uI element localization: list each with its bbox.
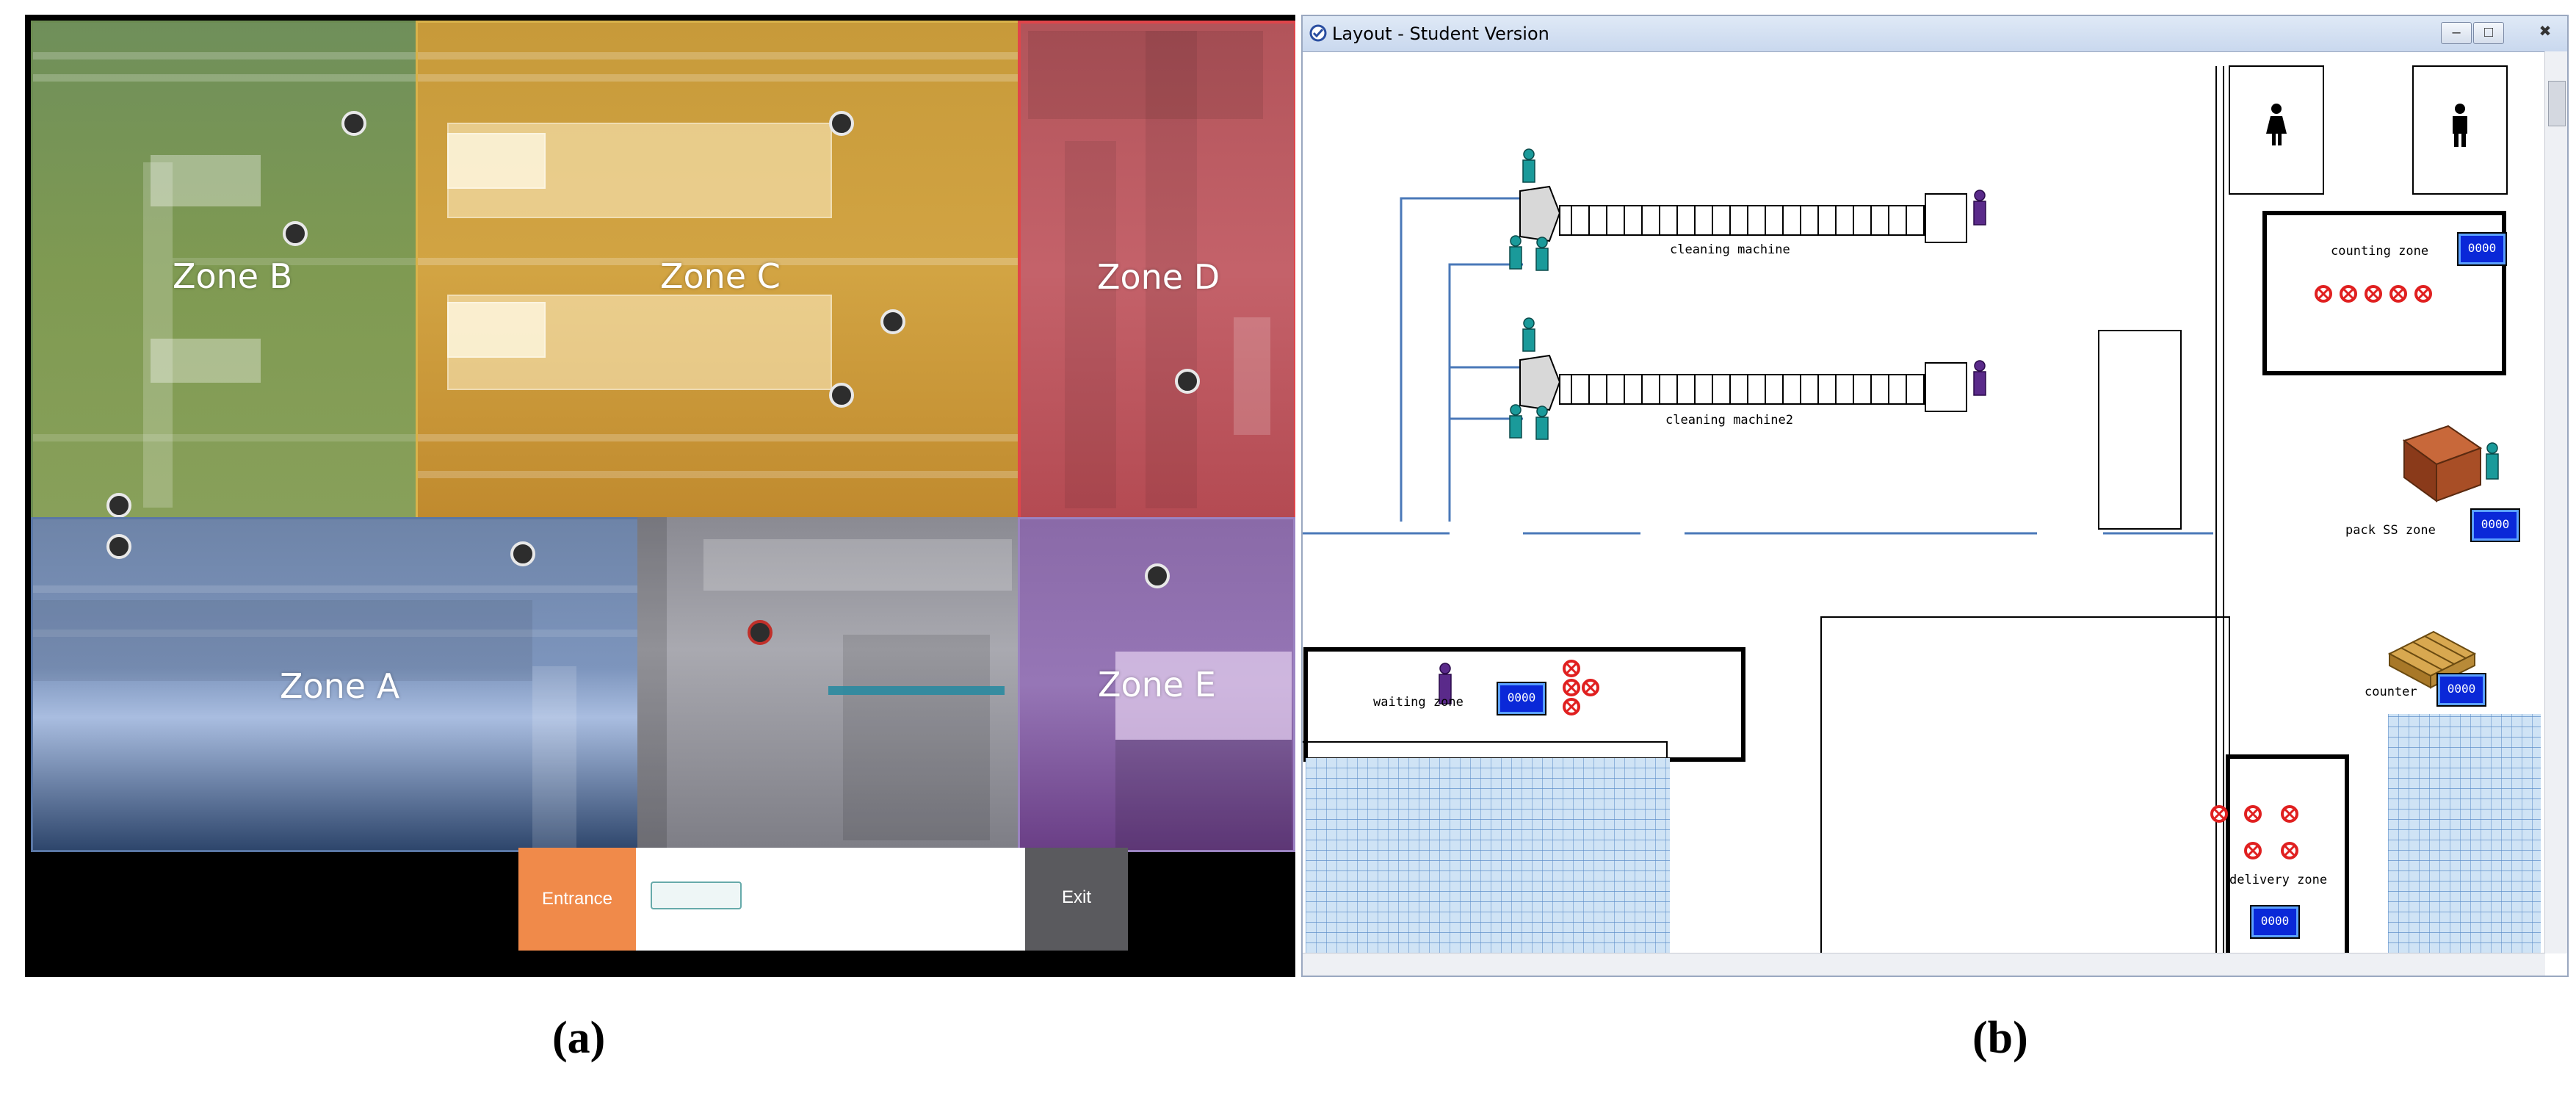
cleaning-machine-1-label: cleaning machine — [1670, 242, 1790, 257]
layout-app-icon — [1309, 24, 1327, 42]
window-titlebar[interactable]: Layout - Student Version – □ ✖ — [1303, 16, 2567, 52]
zone-d-label: Zone D — [1097, 257, 1220, 297]
zone-d: Zone D — [1018, 21, 1295, 523]
walls — [1303, 65, 2508, 955]
vertical-scrollbar[interactable] — [2544, 51, 2567, 953]
zone-a-label: Zone A — [280, 666, 400, 706]
counting-zone-box — [2262, 211, 2506, 375]
caption-b: (b) — [1972, 1013, 2028, 1063]
delivery-zone-box — [2226, 754, 2349, 955]
horizontal-scrollbar[interactable] — [1303, 953, 2545, 976]
zone-e: Zone E — [1018, 517, 1295, 852]
exit-label: Exit — [1061, 887, 1091, 907]
worker-icon — [1509, 148, 2499, 480]
close-button[interactable]: ✖ — [2530, 22, 2560, 43]
minimize-button[interactable]: – — [2441, 22, 2472, 44]
female-person-icon — [2266, 104, 2287, 145]
close-icon: ✖ — [2539, 24, 2552, 40]
waiting-zone-label: waiting zone — [1373, 695, 1464, 710]
zone-c-label: Zone C — [660, 256, 781, 296]
zone-c: Zone C — [416, 21, 1022, 522]
desk-icon — [2402, 425, 2483, 502]
cleaning-machine-2 — [1519, 354, 1967, 412]
pack-ss-zone-label: pack SS zone — [2345, 523, 2436, 538]
counting-zone-label: counting zone — [2331, 244, 2429, 259]
male-person-icon — [2453, 104, 2467, 147]
cleaning-machine-2-label: cleaning machine2 — [1665, 413, 1793, 428]
red-x-marker-icon — [1563, 285, 2432, 859]
counting-zone-counter: 0000 — [2457, 232, 2507, 266]
cleaning-machine-1 — [1519, 185, 1967, 243]
counter-counter: 0000 — [2436, 673, 2486, 707]
panel-a-3d-layout: Zone B Zone C Zone D Zone A — [25, 15, 1295, 977]
counter-label: counter — [2365, 685, 2417, 699]
zone-b: Zone B — [31, 21, 420, 522]
zone-e-label: Zone E — [1098, 665, 1216, 704]
maximize-button[interactable]: □ — [2473, 22, 2504, 44]
exit-area — [1025, 848, 1128, 951]
vertical-scroll-thumb[interactable] — [2548, 81, 2566, 126]
reception-sign — [651, 882, 742, 909]
storage-area-right — [2388, 714, 2541, 953]
pipe-lines — [1303, 197, 2213, 535]
window-title: Layout - Student Version — [1332, 24, 1549, 44]
minimize-icon: – — [2452, 24, 2461, 40]
caption-a: (a) — [552, 1013, 606, 1063]
zone-b-label: Zone B — [173, 256, 293, 296]
layout-window: Layout - Student Version – □ ✖ — [1301, 15, 2569, 977]
storage-area-left — [1306, 758, 1670, 953]
waiting-zone-counter: 0000 — [1497, 682, 1546, 715]
hall-area — [637, 517, 1018, 848]
worker-icon — [1439, 190, 1986, 704]
entrance-area — [518, 848, 636, 951]
zone-a: Zone A — [31, 517, 642, 852]
delivery-zone-counter: 0000 — [2250, 905, 2300, 939]
maximize-icon: □ — [2483, 24, 2494, 40]
pack-ss-zone-counter: 0000 — [2470, 508, 2520, 542]
delivery-zone-label: delivery zone — [2229, 873, 2328, 887]
entrance-label: Entrance — [541, 889, 613, 909]
